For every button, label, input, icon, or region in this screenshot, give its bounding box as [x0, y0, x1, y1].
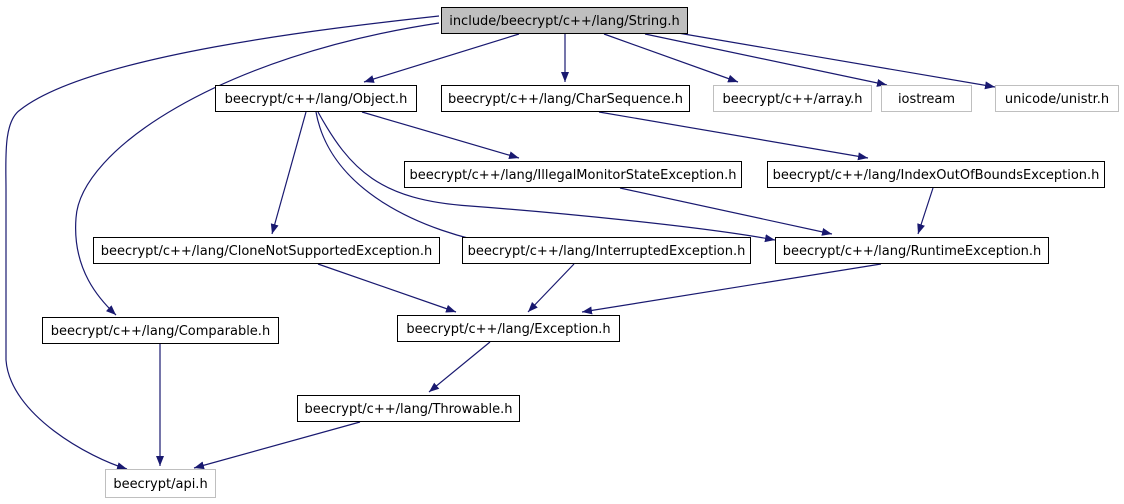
node-box — [404, 161, 742, 188]
node-box — [881, 85, 972, 112]
node-interrupted-h[interactable]: beecrypt/c++/lang/InterruptedException.h — [462, 237, 751, 264]
node-box — [297, 395, 520, 422]
node-illegalmonitor-h[interactable]: beecrypt/c++/lang/IllegalMonitorStateExc… — [404, 161, 742, 188]
node-api-h: beecrypt/api.h — [105, 469, 216, 498]
node-box — [775, 237, 1049, 264]
node-box — [215, 85, 417, 112]
node-label: include/beecrypt/c++/lang/String.h — [449, 14, 680, 29]
node-label: beecrypt/c++/lang/Comparable.h — [51, 324, 270, 339]
node-label: beecrypt/c++/array.h — [722, 92, 862, 107]
node-unistr-h: unicode/unistr.h — [995, 85, 1119, 112]
node-label: beecrypt/c++/lang/CloneNotSupportedExcep… — [101, 244, 433, 259]
node-throwable-h[interactable]: beecrypt/c++/lang/Throwable.h — [297, 395, 520, 422]
node-array-h: beecrypt/c++/array.h — [713, 85, 872, 112]
edge-string-h-to-array-h — [603, 33, 739, 83]
edge-indexoutofbounds-h-to-runtime-h — [917, 187, 934, 235]
node-box — [995, 85, 1119, 112]
edge-string-h-to-comparable-h — [75, 22, 440, 316]
node-label: unicode/unistr.h — [1005, 92, 1109, 107]
node-box — [713, 85, 872, 112]
edge-string-h-to-object-h — [363, 33, 520, 83]
node-label: beecrypt/api.h — [113, 477, 207, 492]
edge-object-h-to-clonenotsupported-h — [270, 111, 307, 235]
edges-layer — [5, 15, 996, 470]
node-box — [441, 85, 690, 112]
node-comparable-h[interactable]: beecrypt/c++/lang/Comparable.h — [42, 317, 279, 344]
node-label: iostream — [898, 92, 955, 107]
edge-exception-h-to-throwable-h — [428, 341, 491, 393]
node-string-h[interactable]: include/beecrypt/c++/lang/String.h — [441, 7, 688, 34]
edge-throwable-h-to-api-h — [193, 421, 361, 470]
edge-runtime-h-to-exception-h — [581, 263, 882, 315]
node-box — [767, 161, 1105, 188]
node-charsequence-h[interactable]: beecrypt/c++/lang/CharSequence.h — [441, 85, 690, 112]
node-exception-h[interactable]: beecrypt/c++/lang/Exception.h — [397, 315, 620, 342]
node-iostream: iostream — [881, 85, 972, 112]
node-box — [42, 317, 279, 344]
node-object-h[interactable]: beecrypt/c++/lang/Object.h — [215, 85, 417, 112]
edge-illegalmonitor-h-to-runtime-h — [619, 187, 833, 236]
edge-string-h-to-api-h — [5, 15, 440, 470]
edge-string-h-to-unistr-h — [677, 32, 996, 90]
node-box — [441, 7, 688, 34]
edge-charsequence-h-to-indexoutofbounds-h — [598, 111, 869, 161]
node-box — [93, 237, 440, 264]
edge-clonenotsupported-h-to-exception-h — [317, 263, 457, 313]
node-label: beecrypt/c++/lang/IllegalMonitorStateExc… — [410, 168, 737, 183]
node-label: beecrypt/c++/lang/Exception.h — [406, 322, 610, 337]
node-runtime-h[interactable]: beecrypt/c++/lang/RuntimeException.h — [775, 237, 1049, 264]
node-label: beecrypt/c++/lang/InterruptedException.h — [468, 244, 746, 259]
edge-object-h-to-illegalmonitor-h — [361, 111, 520, 160]
node-clonenotsupported-h[interactable]: beecrypt/c++/lang/CloneNotSupportedExcep… — [93, 237, 440, 264]
edge-interrupted-h-to-exception-h — [527, 263, 575, 313]
node-box — [397, 315, 620, 342]
edge-string-h-to-iostream — [644, 33, 888, 87]
node-label: beecrypt/c++/lang/Object.h — [225, 92, 408, 107]
node-label: beecrypt/c++/lang/CharSequence.h — [448, 92, 683, 107]
node-indexoutofbounds-h[interactable]: beecrypt/c++/lang/IndexOutOfBoundsExcept… — [767, 161, 1105, 188]
node-label: beecrypt/c++/lang/RuntimeException.h — [783, 244, 1042, 259]
edge-object-h-to-runtime-h — [317, 111, 776, 243]
node-box — [462, 237, 751, 264]
node-label: beecrypt/c++/lang/Throwable.h — [305, 402, 513, 417]
nodes-layer: include/beecrypt/c++/lang/String.h beecry… — [42, 7, 1119, 498]
node-box — [105, 469, 216, 498]
node-label: beecrypt/c++/lang/IndexOutOfBoundsExcept… — [773, 168, 1100, 183]
